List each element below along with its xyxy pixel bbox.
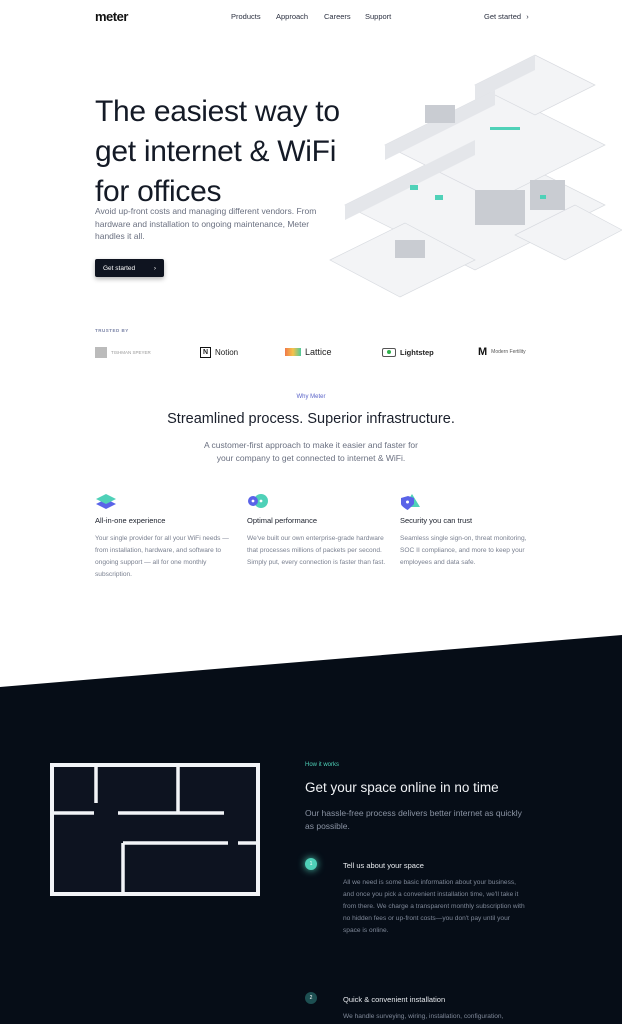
lightstep-icon (382, 347, 396, 357)
logo-tishman-speyer: TISHMAN SPEYER (95, 345, 151, 359)
hero-title: The easiest way to get internet & WiFi f… (95, 95, 340, 208)
feature-title: Security you can trust (400, 516, 473, 525)
why-eyebrow: Why Meter (296, 394, 326, 400)
step-title: Tell us about your space (343, 861, 424, 870)
modern-fertility-icon: M (478, 346, 488, 358)
feature-all-in-one: All-in-one experience Your single provid… (95, 493, 235, 578)
logo-lightstep: Lightstep (382, 345, 434, 359)
how-eyebrow: How it works (305, 762, 340, 768)
button-label: Get started (103, 264, 136, 272)
trusted-by-label: TRUSTED BY (95, 328, 129, 333)
tishman-icon (95, 346, 107, 358)
nav-approach[interactable]: Approach (276, 12, 309, 21)
step-text: We handle surveying, wiring, installatio… (343, 1013, 504, 1020)
layers-icon (96, 494, 116, 509)
feature-text: Your single provider for all your WiFi n… (95, 535, 229, 578)
feature-title: All-in-one experience (95, 516, 166, 525)
step-number: 2 (305, 992, 317, 1004)
logo-lattice: Lattice (285, 345, 332, 359)
get-started-label: Get started (484, 12, 522, 21)
nav-careers[interactable]: Careers (324, 12, 351, 21)
how-title: Get your space online in no time (305, 780, 499, 795)
feature-text: We've built our own enterprise-grade har… (247, 535, 386, 566)
meter-logo[interactable]: meter (95, 9, 128, 24)
nav-support[interactable]: Support (365, 12, 392, 21)
why-description: A customer-first approach to make it eas… (203, 440, 418, 463)
step-number: 1 (305, 858, 317, 870)
office-illustration (329, 54, 622, 298)
feature-performance: Optimal performance We've built our own … (247, 493, 387, 566)
how-subtitle: Our hassle-free process delivers better … (305, 808, 522, 831)
hero-subtitle: Avoid up-front costs and managing differ… (95, 206, 317, 241)
notion-icon: N (200, 346, 211, 358)
feature-title: Optimal performance (247, 516, 318, 525)
step-text: All we need is some basic information ab… (343, 879, 525, 934)
floor-plan-illustration (50, 763, 260, 896)
feature-text: Seamless single sign-on, threat monitori… (400, 535, 527, 566)
nav-products[interactable]: Products (231, 12, 261, 21)
performance-icon (248, 494, 268, 508)
step-title: Quick & convenient installation (343, 995, 446, 1004)
nav-get-started[interactable]: Get started › (484, 12, 529, 21)
feature-security: Security you can trust Seamless single s… (400, 493, 540, 566)
get-started-button[interactable]: Get started › (95, 259, 164, 277)
why-title: Streamlined process. Superior infrastruc… (167, 411, 455, 427)
lattice-icon (285, 348, 301, 356)
chevron-right-icon: › (526, 12, 529, 21)
shield-icon (401, 494, 420, 510)
chevron-right-icon: › (153, 264, 156, 272)
